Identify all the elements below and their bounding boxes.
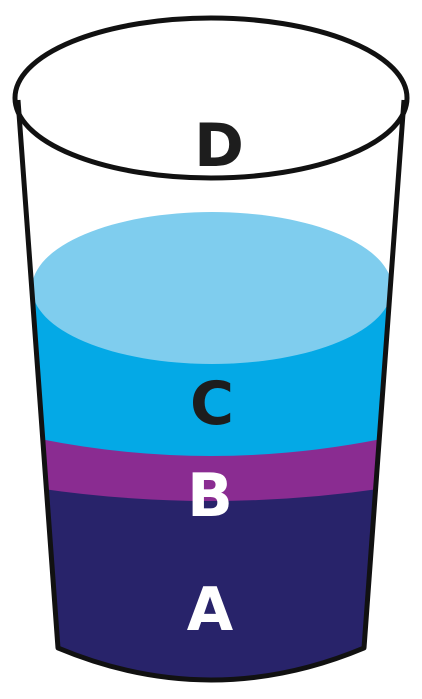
label-b: B: [187, 461, 233, 531]
label-d: D: [194, 111, 244, 181]
layer-c-surface: [32, 212, 392, 364]
label-c: C: [189, 369, 235, 439]
glass-outline: [15, 99, 407, 683]
glass-rim: [12, 15, 410, 181]
layer-a: [20, 470, 402, 680]
label-a: A: [186, 575, 234, 645]
